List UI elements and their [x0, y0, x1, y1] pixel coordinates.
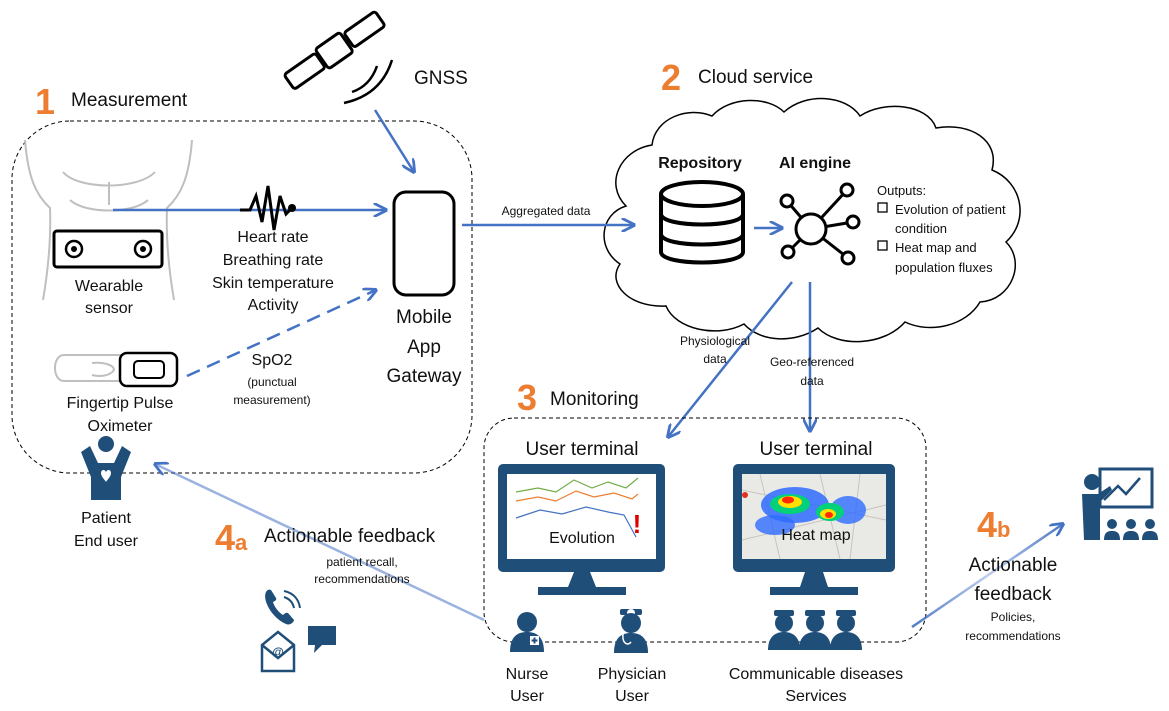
- step-3-number: 3: [517, 377, 537, 418]
- email-at-glyph: @: [272, 645, 284, 659]
- repository-title: Repository: [658, 155, 742, 172]
- heatmap-monitor-icon: [733, 464, 895, 595]
- signal-activity: Activity: [248, 297, 299, 314]
- gnss-label: GNSS: [414, 68, 468, 89]
- mobile-phone-icon: [392, 190, 456, 297]
- oximeter-to-gateway-arrow: [186, 290, 376, 378]
- spo2-note-2: measurement): [233, 393, 310, 407]
- evolution-monitor-icon: [498, 464, 665, 595]
- patient-label-2: End user: [74, 533, 139, 550]
- physiological-label-2: data: [703, 352, 727, 366]
- spo2-label: SpO2: [252, 352, 293, 369]
- ai-network-icon: [779, 182, 861, 266]
- georeferenced-label-1: Geo-referenced: [770, 355, 854, 369]
- physician-label-2: User: [615, 688, 649, 705]
- oximeter-label-2: Oximeter: [88, 418, 154, 435]
- feedback-4a-arrow: [155, 464, 485, 622]
- patient-icon: [81, 436, 131, 500]
- spo2-note-1: (punctual: [247, 375, 296, 389]
- wearable-label-2: sensor: [85, 300, 134, 317]
- aggregated-data-label: Aggregated data: [502, 204, 591, 218]
- monitoring-box: [483, 417, 927, 643]
- feedback-4b-desc-1: Policies,: [991, 610, 1036, 624]
- outputs-title: Outputs:: [877, 183, 926, 198]
- medical-team-icon: [768, 610, 862, 650]
- physician-label-1: Physician: [598, 666, 666, 683]
- presentation-icon: [1082, 467, 1158, 540]
- cloud-title: Cloud service: [698, 67, 813, 88]
- wearable-label-1: Wearable: [75, 278, 143, 295]
- chat-icon: [308, 626, 336, 653]
- output-1-line-2: condition: [895, 221, 947, 236]
- output-2-checkbox: [877, 240, 888, 251]
- terminal-1-title: User terminal: [526, 439, 639, 460]
- heatmap-label: Heat map: [781, 527, 850, 544]
- physiological-label-1: Physiological: [680, 334, 750, 348]
- alert-icon: !: [633, 509, 642, 539]
- monitoring-title: Monitoring: [550, 389, 639, 410]
- measurement-box: [11, 120, 473, 474]
- feedback-4b-title-1: Actionable: [969, 555, 1058, 576]
- feedback-4b-title-2: feedback: [974, 584, 1052, 605]
- nurse-icon: [510, 612, 544, 652]
- gateway-label-3: Gateway: [387, 366, 462, 387]
- output-2-line-1: Heat map and: [895, 240, 977, 255]
- feedback-4a-desc-1: patient recall,: [326, 555, 397, 569]
- signal-breathing-rate: Breathing rate: [223, 252, 324, 269]
- terminal-2-title: User terminal: [760, 439, 873, 460]
- output-1-checkbox: [877, 202, 888, 213]
- signal-heart-rate: Heart rate: [237, 229, 308, 246]
- satellite-icon: [283, 10, 394, 105]
- physiological-data-arrow: [668, 281, 793, 437]
- gateway-label-1: Mobile: [396, 307, 452, 328]
- signal-skin-temperature: Skin temperature: [212, 275, 334, 292]
- evolution-label: Evolution: [549, 530, 615, 547]
- finger-oximeter-icon: [54, 351, 179, 388]
- step-2-number: 2: [661, 57, 681, 98]
- nurse-label-1: Nurse: [506, 666, 549, 683]
- email-icon: @: [260, 630, 296, 673]
- feedback-4a-title: Actionable feedback: [264, 526, 436, 547]
- feedback-4b-desc-2: recommendations: [965, 629, 1060, 643]
- step-1-number: 1: [35, 81, 55, 122]
- phone-icon: [265, 589, 301, 625]
- output-1-line-1: Evolution of patient: [895, 202, 1006, 217]
- feedback-4a-desc-2: recommendations: [314, 572, 409, 586]
- pulse-icon: [240, 185, 296, 231]
- gateway-label-2: App: [407, 337, 441, 358]
- torso-icon: [24, 139, 193, 301]
- step-4b-number: 4b: [977, 504, 1010, 545]
- patient-label-1: Patient: [81, 510, 131, 527]
- ai-engine-title: AI engine: [779, 155, 851, 172]
- nurse-label-2: User: [510, 688, 544, 705]
- database-icon: [659, 180, 745, 265]
- output-2-line-2: population fluxes: [895, 260, 993, 275]
- feedback-4b-arrow: [911, 524, 1063, 629]
- services-label-1: Communicable diseases: [729, 666, 903, 683]
- measurement-title: Measurement: [71, 90, 188, 111]
- georeferenced-label-2: data: [800, 374, 824, 388]
- wearable-sensor-icon: [52, 229, 164, 269]
- services-label-2: Services: [785, 688, 846, 705]
- step-4a-number: 4a: [215, 517, 248, 558]
- physician-icon: [614, 609, 648, 653]
- gnss-arrow: [373, 109, 414, 172]
- oximeter-label-1: Fingertip Pulse: [67, 395, 174, 412]
